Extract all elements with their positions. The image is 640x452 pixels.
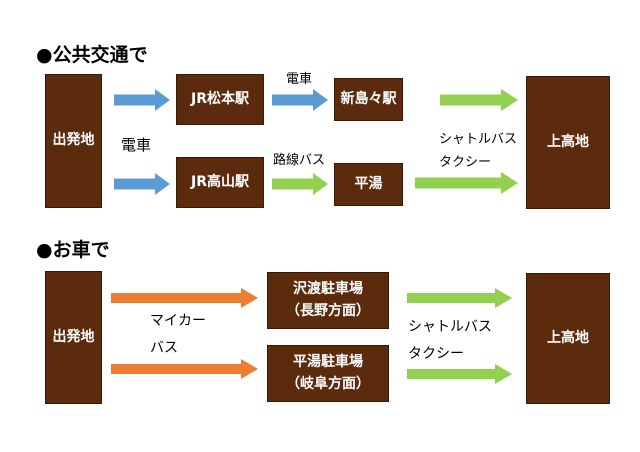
arrow-green-hirayu-to-end bbox=[415, 172, 518, 194]
hirayu-parking-name: 平湯駐車場 bbox=[293, 353, 363, 370]
jr-matsumoto-label: JR松本駅 bbox=[191, 90, 249, 107]
jr-matsumoto-box: JR松本駅 bbox=[176, 74, 264, 125]
arrow-blue-matsumoto-to-shimashima bbox=[272, 89, 328, 111]
private-car-label: マイカー bbox=[150, 313, 206, 329]
by-car-heading: ●お車で bbox=[36, 239, 110, 261]
arrow-green-sawando-to-end bbox=[407, 288, 512, 308]
bus-label: バス bbox=[150, 339, 178, 356]
public-end-label: 上高地 bbox=[547, 133, 589, 150]
car-shuttle-bus-label: シャトルバス bbox=[408, 319, 492, 335]
train-label-left: 電車 bbox=[121, 136, 152, 154]
arrow-green-shimashima-to-end bbox=[440, 89, 518, 111]
sawando-parking-box: 沢渡駐車場 （長野方面） bbox=[267, 272, 389, 329]
public-transport-heading: ●公共交通で bbox=[36, 44, 148, 66]
public-start-label: 出発地 bbox=[52, 132, 95, 149]
sawando-parking-name: 沢渡駐車場 bbox=[293, 280, 363, 297]
public-right-label: シャトルバス タクシー bbox=[439, 129, 517, 175]
car-end-box: 上高地 bbox=[526, 273, 610, 404]
jr-takayama-label: JR高山駅 bbox=[191, 173, 249, 190]
arrow-blue-to-takayama bbox=[114, 173, 170, 195]
arrow-green-hirayu-parking-to-end bbox=[407, 364, 512, 384]
jr-takayama-box: JR高山駅 bbox=[176, 157, 264, 208]
car-start-box: 出発地 bbox=[45, 271, 102, 404]
shin-shimashima-box: 新島々駅 bbox=[334, 78, 403, 121]
arrow-orange-to-sawando bbox=[111, 288, 258, 308]
hirayu-parking-box: 平湯駐車場 （岐阜方面） bbox=[267, 345, 389, 402]
public-end-box: 上高地 bbox=[526, 76, 610, 209]
car-end-label: 上高地 bbox=[547, 329, 589, 346]
public-start-box: 出発地 bbox=[45, 74, 102, 208]
car-right-label: シャトルバス タクシー bbox=[408, 314, 492, 367]
shuttle-bus-label: シャトルバス bbox=[439, 132, 518, 147]
arrow-green-takayama-to-hirayu bbox=[272, 173, 328, 195]
taxi-label: タクシー bbox=[439, 154, 492, 170]
train-label-route1: 電車 bbox=[286, 72, 313, 87]
hirayu-label: 平湯 bbox=[354, 175, 383, 192]
car-start-label: 出発地 bbox=[52, 328, 95, 345]
hirayu-box: 平湯 bbox=[334, 163, 403, 206]
shin-shimashima-label: 新島々駅 bbox=[340, 90, 397, 107]
sawando-parking-direction: （長野方面） bbox=[286, 302, 370, 319]
arrow-blue-to-matsumoto bbox=[114, 89, 170, 111]
arrow-orange-to-hirayu-parking bbox=[111, 359, 258, 379]
car-left-label: マイカー バス bbox=[150, 308, 206, 361]
route-bus-label: 路線バス bbox=[273, 153, 326, 168]
car-taxi-label: タクシー bbox=[408, 345, 464, 362]
hirayu-parking-direction: （岐阜方面） bbox=[286, 375, 370, 392]
